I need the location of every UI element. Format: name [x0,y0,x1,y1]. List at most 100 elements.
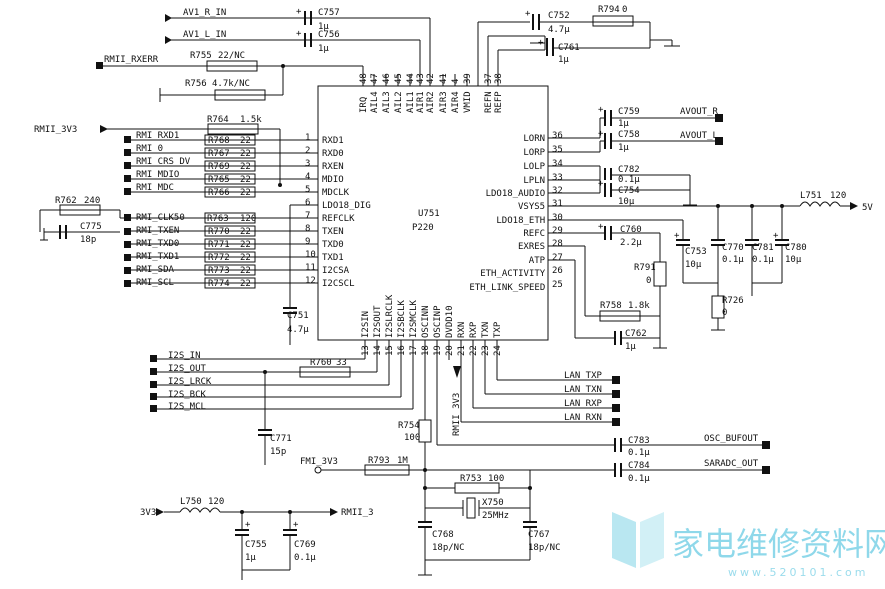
pin-name-right: LPLN [523,176,545,186]
pin-name-left: TXEN [322,227,344,237]
pin-name-left: REFCLK [322,214,355,224]
c784-ref: C784 [628,461,650,471]
r754-ref: R754 [398,421,420,431]
pin-name-left: RXD0 [322,149,344,159]
rmi-crs-dv-label: RMI_CRS_DV [136,157,191,167]
pin-num-top: 41 [439,73,449,84]
pin-num-bottom: 19 [433,345,443,356]
c752-value: 4.7µ [548,25,570,35]
pin-num-bottom: 15 [385,345,395,356]
r756-ref: R756 [185,79,207,89]
pin-name-left: LDO18_DIG [322,201,371,211]
pin-name-right: EXRES [518,242,545,252]
fmi-3v3-label: FMI_3V3 [300,457,338,467]
pin-name-bottom: DVDD10 [445,305,455,338]
c771-ref: C771 [270,434,292,444]
r765-value: 22 [240,175,251,185]
c754-value: 10µ [618,197,635,207]
r773-value: 22 [240,266,251,276]
pin-name-left: I2CSCL [322,279,355,289]
r760-value: 33 [336,358,347,368]
rmii-3-label: RMII_3 [341,508,374,518]
svg-text:+: + [598,105,604,115]
r774-value: 22 [240,279,251,289]
pin-name-bottom: RXP [469,321,479,338]
c759-ref: C759 [618,107,640,117]
pin-name-top: AIR3 [439,91,449,113]
pin-name-bottom: I2SMCLK [409,299,419,338]
r766-value: 22 [240,188,251,198]
pin-name-bottom: I2SOUT [373,305,383,338]
r791-ref: R791 [634,263,656,273]
avout-r-label: AVOUT_R [680,107,719,117]
r794-value: 0 [622,5,627,15]
r768-value: 22 [240,136,251,146]
pin-name-bottom: I2SLRCLK [385,294,395,338]
rmi-mdio-label: RMI_MDIO [136,170,179,180]
pin-name-top: REFN [484,91,494,113]
pin-name-right: ATP [529,256,546,266]
r762-value: 240 [84,196,100,206]
c768-value: 18p/NC [432,543,465,553]
pin-num-top: 39 [463,73,473,84]
pin-num-left: 9 [305,237,310,247]
lan-rxp-label: LAN_RXP [564,399,603,409]
pin-num-right: 35 [552,145,563,155]
pin-num-bottom: 21 [457,345,467,356]
watermark-url: www.520101.com [728,566,868,579]
svg-text:+: + [293,520,299,530]
l750-value: 120 [208,497,224,507]
r766-ref: R766 [208,188,230,198]
pin-name-left: MDCLK [322,188,350,198]
pin-name-left: RXD1 [322,136,344,146]
pin-num-left: 5 [305,185,310,195]
r771-ref: R771 [208,240,230,250]
c784-value: 0.1µ [628,474,650,484]
pin-num-bottom: 22 [469,345,479,356]
c770-value: 0.1µ [722,255,744,265]
c761-ref: C761 [558,43,580,53]
c761-value: 1µ [558,55,569,65]
r758-ref: R758 [600,301,622,311]
c752-ref: C752 [548,11,570,21]
r756-value: 4.7k/NC [212,79,250,89]
pin-num-bottom: 18 [421,345,431,356]
pin-num-right: 26 [552,266,563,276]
pin-num-left: 6 [305,198,310,208]
pin-num-bottom: 17 [409,345,419,356]
r772-ref: R772 [208,253,230,263]
r770-value: 22 [240,227,251,237]
c757-ref: C757 [318,8,340,18]
r755-ref: R755 [190,51,212,61]
pin-num-left: 4 [305,172,310,182]
pin-name-right: VSYS5 [518,202,545,212]
r758-value: 1.8k [628,301,650,311]
r763-ref: R763 [207,214,229,224]
i2s-bck-label: I2S_BCK [168,390,207,400]
svg-text:+: + [598,222,604,232]
pin-name-bottom: OSCINN [421,305,431,338]
x750-value: 25MHz [482,511,509,521]
c755-value: 1µ [245,553,256,563]
c751-value: 4.7µ [287,325,309,335]
pin-name-top: AIR4 [451,91,461,113]
r764-ref: R764 [207,115,229,125]
r770-ref: R770 [208,227,230,237]
i2s-in-label: I2S_IN [168,351,201,361]
r726-ref: R726 [722,296,744,306]
pin-name-left: TXD0 [322,240,344,250]
audio-output-section: + C759 1µ AVOUT_R + C758 1µ AVOUT_L C782… [548,105,723,207]
pin-name-bottom: RXN [457,322,467,338]
pin-num-left: 10 [305,250,316,260]
lan-txn-label: LAN_TXN [564,385,602,395]
vref-section: + C752 4.7µ R794 0 + C761 1µ [466,5,680,86]
ic-u751-body [317,85,549,341]
r772-value: 22 [240,253,251,263]
pin-name-left: I2CSA [322,266,350,276]
svg-text:+: + [773,231,779,241]
c753-ref: C753 [685,247,707,257]
pin-num-top: 37 [484,73,494,84]
svg-text:+: + [598,179,604,189]
c768-ref: C768 [432,530,454,540]
pin-num-left: 1 [305,133,310,143]
